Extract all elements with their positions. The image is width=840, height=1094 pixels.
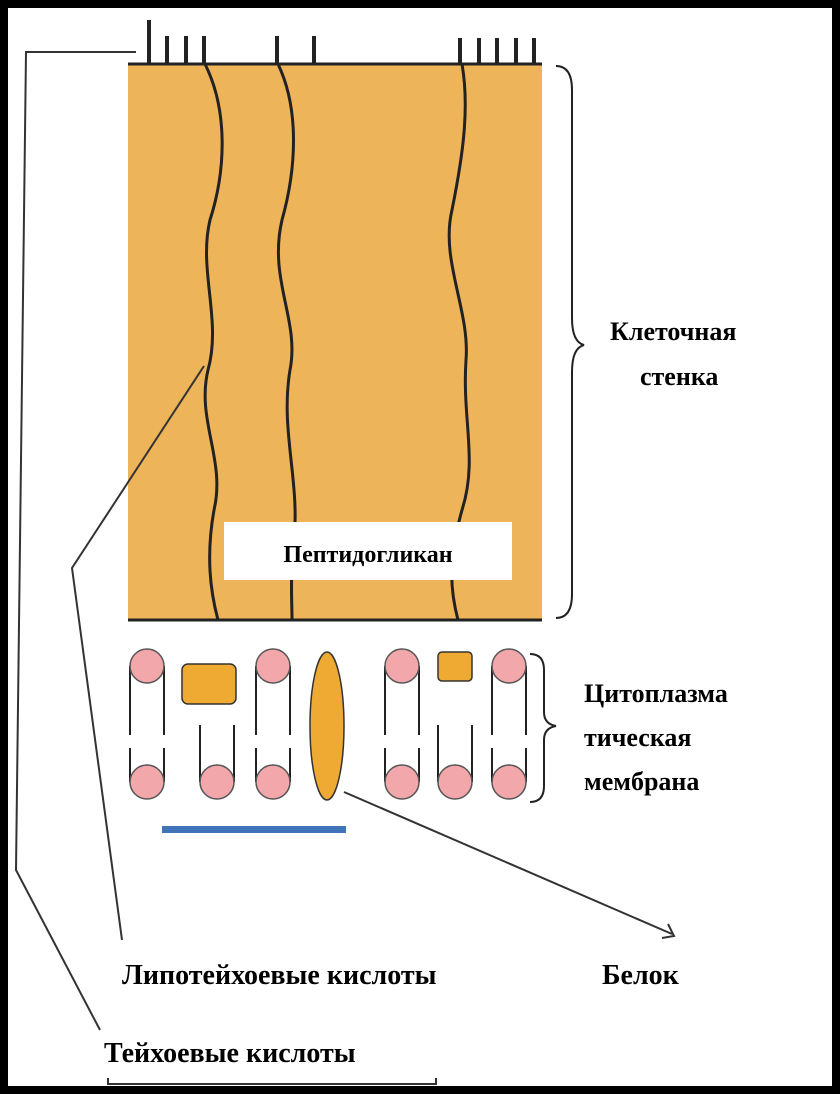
lipid-head	[385, 765, 419, 799]
teichoic-leader-line	[16, 52, 136, 1030]
cytoplasmic-membrane	[130, 649, 526, 800]
lipid-head	[256, 765, 290, 799]
cell-wall-label-line1: Клеточная	[610, 317, 736, 346]
membrane-label-line1: Цитоплазма	[584, 679, 728, 708]
phospholipid	[130, 649, 164, 799]
cell-wall-brace	[556, 66, 584, 618]
protein-leader-line	[344, 792, 672, 934]
phospholipid	[438, 725, 472, 799]
lipid-head	[130, 649, 164, 683]
integral-membrane-protein	[310, 652, 344, 800]
lipid-head	[130, 765, 164, 799]
lipid-head	[438, 765, 472, 799]
teichoic-acid-stubs	[149, 20, 534, 64]
membrane-protein-square	[182, 664, 236, 704]
phospholipid	[256, 649, 290, 799]
lipoteichoic-acids-label: Липотейхоевые кислоты	[122, 960, 437, 991]
teichoic-label-bracket	[108, 1078, 436, 1084]
phospholipid	[492, 649, 526, 799]
membrane-brace	[530, 654, 556, 802]
lipid-head	[492, 649, 526, 683]
blue-bar	[162, 826, 346, 833]
membrane-protein-small	[438, 652, 472, 681]
phospholipid	[385, 649, 419, 799]
lipid-head	[385, 649, 419, 683]
protein-label: Белок	[602, 960, 680, 991]
lipid-head	[256, 649, 290, 683]
peptidoglycan-label: Пептидогликан	[283, 542, 452, 568]
teichoic-acids-label: Тейхоевые кислоты	[104, 1038, 356, 1069]
lipid-head	[200, 765, 234, 799]
cell-wall-label-line2: стенка	[640, 362, 718, 391]
membrane-label-line3: мембрана	[584, 767, 699, 796]
lipid-head	[492, 765, 526, 799]
phospholipid	[200, 725, 234, 799]
membrane-label-line2: тическая	[584, 723, 691, 752]
